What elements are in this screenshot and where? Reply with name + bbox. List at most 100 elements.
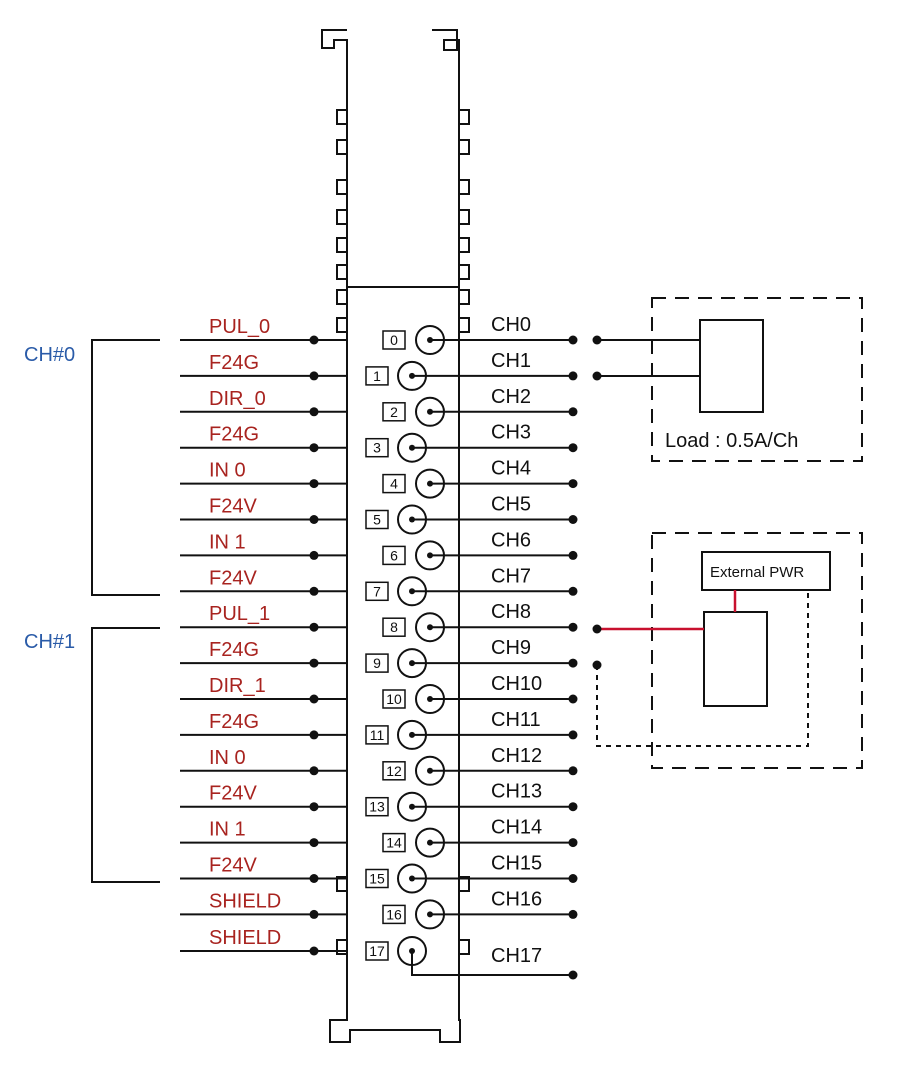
terminal-number: 3 — [373, 440, 381, 456]
signal-label: F24G — [209, 352, 259, 374]
load-box-dashed-frame — [651, 297, 863, 462]
module-notch-left — [336, 179, 347, 195]
channel-label: CH13 — [491, 781, 542, 803]
channel-terminal-dot — [568, 407, 578, 417]
terminal-number: 15 — [369, 871, 385, 887]
signal-label: DIR_1 — [209, 675, 266, 697]
channel-rows: CH0CH1CH2CH3CH4CH5CH6CH7CH8CH9CH10CH11CH… — [411, 314, 578, 980]
group-bracket-ch0 — [91, 339, 160, 596]
channel-terminal-dot — [568, 658, 578, 668]
channel-label: CH9 — [491, 637, 531, 659]
signal-label: IN 0 — [209, 747, 246, 769]
channel-terminal-dot — [568, 479, 578, 489]
terminal-number: 8 — [390, 619, 398, 635]
signal-label: PUL_0 — [209, 316, 270, 338]
ext-terminal-dot-ch8 — [592, 624, 602, 634]
channel-terminal-dot — [568, 443, 578, 453]
terminal-number: 13 — [369, 799, 385, 815]
signal-label: F24G — [209, 639, 259, 661]
module-notch-left — [336, 109, 347, 125]
channel-label: CH1 — [491, 350, 531, 372]
signal-label: IN 1 — [209, 531, 246, 553]
channel-label: CH2 — [491, 386, 531, 408]
channel-terminal-dot — [568, 694, 578, 704]
terminal-number: 16 — [386, 906, 402, 922]
module-notch-right — [459, 264, 470, 280]
terminal-block-module — [321, 29, 461, 1043]
terminal-number-box — [382, 617, 406, 637]
module-notch-right — [459, 139, 470, 155]
signal-label: IN 0 — [209, 460, 246, 482]
terminal-number: 6 — [390, 547, 398, 563]
ext-return-wire — [596, 590, 809, 747]
group-label-ch0: CH#0 — [24, 344, 75, 366]
signal-label: F24V — [209, 567, 257, 589]
terminal-number: 2 — [390, 404, 398, 420]
terminal-number-box — [382, 904, 406, 925]
signal-label: F24V — [209, 496, 257, 518]
channel-label: CH5 — [491, 494, 531, 516]
terminal-number-box — [365, 366, 389, 386]
channel-wire — [411, 951, 573, 976]
channel-label: CH14 — [491, 817, 542, 839]
channel-label: CH11 — [491, 709, 541, 731]
channel-label: CH17 — [491, 945, 542, 967]
channel-terminal-dot — [568, 622, 578, 632]
load-terminal-dot-ch1 — [592, 371, 602, 381]
module-notch-left — [336, 264, 347, 280]
module-notch-left — [336, 939, 347, 955]
signal-label: DIR_0 — [209, 388, 266, 410]
terminal-number-box — [365, 653, 389, 673]
signal-label: F24G — [209, 424, 259, 446]
channel-terminal-dot — [568, 909, 578, 919]
channel-terminal-dot — [568, 970, 578, 980]
channel-terminal-dot — [568, 838, 578, 848]
group-label-ch1: CH#1 — [24, 631, 75, 653]
terminal-number-box — [365, 868, 389, 889]
terminal-number: 0 — [390, 332, 398, 348]
terminal-number-box — [382, 402, 406, 422]
channel-terminal-dot — [568, 335, 578, 345]
terminal-number: 1 — [373, 368, 381, 384]
channel-terminal-dot — [568, 730, 578, 740]
terminal-number-box — [365, 509, 389, 530]
signal-label: F24G — [209, 711, 259, 733]
module-notch-left — [336, 289, 347, 305]
module-notch-right — [459, 209, 470, 225]
load-terminal-dot-ch0 — [592, 335, 602, 345]
ext-load-element — [703, 611, 768, 707]
terminal-number-box — [382, 330, 406, 350]
terminal-number: 7 — [373, 583, 381, 599]
module-notch-right — [459, 179, 470, 195]
load-element — [699, 319, 764, 413]
module-notch-left — [336, 876, 347, 892]
channel-terminal-dot — [568, 550, 578, 560]
load-label-bg — [656, 425, 856, 455]
terminal-number: 17 — [369, 943, 385, 959]
channel-terminal-dot — [568, 802, 578, 812]
terminal-number: 4 — [390, 476, 398, 492]
terminal-number-box — [365, 581, 389, 602]
terminal-number-box — [365, 437, 389, 458]
load-box: Load : 0.5A/Ch — [592, 297, 863, 462]
module-notch-left — [336, 317, 347, 333]
module-notch-right — [459, 939, 470, 955]
terminal-number-box — [365, 941, 389, 961]
channel-label: CH7 — [491, 565, 531, 587]
terminal-number: 11 — [370, 727, 385, 743]
terminal-number-box — [382, 832, 406, 853]
module-notch-right — [459, 317, 470, 333]
terminal-number-box — [382, 761, 406, 781]
module-notch-right — [459, 289, 470, 305]
module-notch-right — [459, 237, 470, 253]
signal-label: IN 1 — [209, 819, 246, 841]
module-notch-right — [459, 109, 470, 125]
channel-label: CH4 — [491, 458, 531, 480]
terminal-number: 9 — [373, 655, 381, 671]
external-power-box: External PWR — [592, 532, 863, 769]
channel-label: CH15 — [491, 853, 542, 875]
load-label: Load : 0.5A/Ch — [665, 430, 798, 452]
channel-label: CH16 — [491, 888, 542, 910]
module-notches — [336, 109, 470, 955]
